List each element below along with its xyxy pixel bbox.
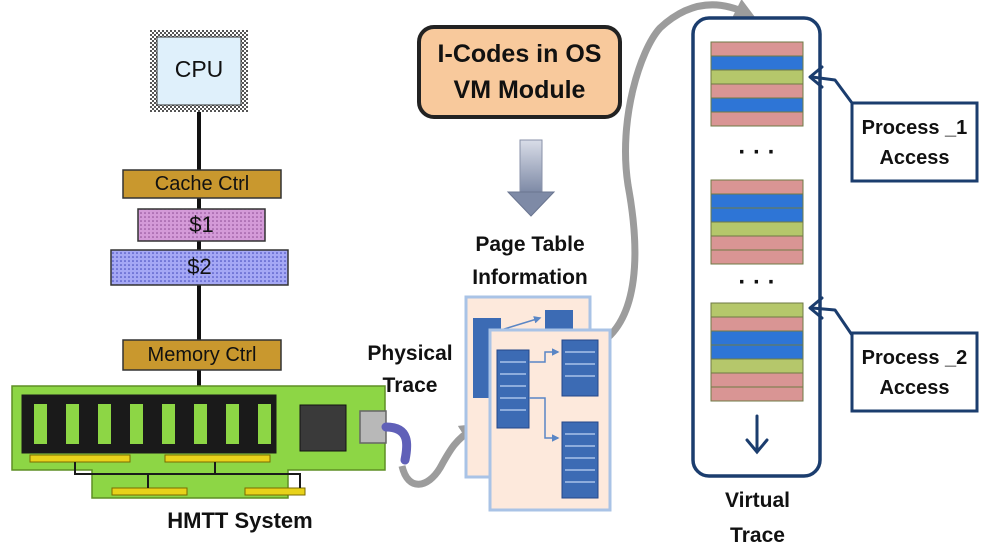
virtual-trace-arrow [596,0,756,349]
icodes-line2: VM Module [453,76,586,104]
memory-ctrl-box [122,339,282,371]
trace-group-3 [710,302,804,402]
ellipsis-2: · · · [738,269,776,296]
virtual-trace-line1: Virtual [725,489,790,512]
process1-text: Process _1 Access [852,113,977,173]
board-traces [74,462,301,488]
process2-text: Process _2 Access [852,343,977,403]
memory-chips [34,404,271,444]
physical-trace-line1: Physical [367,342,453,365]
process1-line1: Process _1 [861,117,968,139]
down-arrow [506,139,556,217]
physical-trace-text: Physical Trace [345,338,475,402]
fpga-chip [299,404,347,452]
memory-ctrl-label: Memory Ctrl [147,344,257,366]
process2-box [850,331,979,413]
trace-group-2 [710,179,804,265]
cache-l2-box [110,249,289,286]
cache-l1-box [137,208,266,242]
cable [381,422,412,465]
icodes-box [417,25,622,119]
process1-line2: Access [879,147,950,169]
page-table-line2: Information [472,266,588,289]
icodes-text: I-Codes in OS VM Module [419,36,620,108]
physical-trace-arrow [398,423,482,488]
cache-l2-label: $2 [187,254,212,279]
gold-contacts [29,454,306,496]
page-table-text: Page Table Information [430,228,630,294]
cache-ctrl-box [122,169,282,199]
process1-pointer [808,65,854,105]
cpu-block [150,30,248,112]
process2-line1: Process _2 [861,347,968,369]
virtual-trace-line2: Trace [730,524,785,547]
cache-ctrl-label: Cache Ctrl [154,173,250,195]
hmtt-system-label: HMTT System [167,508,313,533]
page-table-level1 [496,339,599,499]
cpu-label: CPU [174,56,224,82]
physical-trace-line2: Trace [382,374,438,397]
page-table-card-front [488,328,612,512]
trace-group-1 [710,41,804,127]
page-table-line1: Page Table [475,233,585,256]
process2-line2: Access [879,377,950,399]
hmtt-board [11,385,387,499]
virtual-trace-text: Virtual Trace [695,483,820,553]
trace-direction-arrow [745,414,769,455]
connector-port [359,410,387,444]
process1-box [850,101,979,183]
process2-pointer [808,296,854,337]
ellipsis-1: · · · [738,139,776,166]
cache-l1-label: $1 [189,212,214,237]
icodes-line1: I-Codes in OS [437,40,602,68]
